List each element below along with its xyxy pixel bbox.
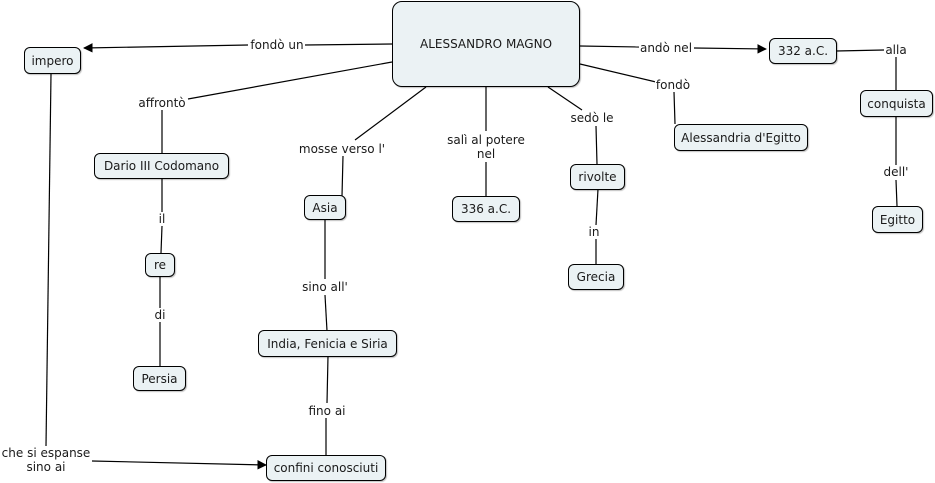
concept-alessandro-magno[interactable]: ALESSANDRO MAGNO — [392, 1, 580, 87]
link-fino-ai[interactable]: fino ai — [307, 404, 347, 418]
edge-espanse-confini — [91, 460, 267, 470]
link-che-si-espanse[interactable]: che si espanse sino ai — [0, 446, 92, 474]
concept-332-ac[interactable]: 332 a.C. — [769, 38, 837, 64]
link-sali-line1: salì al potere — [447, 133, 525, 147]
link-mosse-verso-l[interactable]: mosse verso l' — [297, 142, 387, 156]
edge-india-fino — [326, 355, 329, 404]
link-alla[interactable]: alla — [884, 43, 908, 57]
edge-alessandro-fondo — [579, 63, 657, 83]
edge-sedo-rivolte — [595, 125, 598, 165]
edge-alessandro-mosse — [354, 86, 427, 141]
edge-fondo-alessandria — [673, 91, 676, 125]
link-sino-all[interactable]: sino all' — [301, 280, 349, 294]
link-ando-nel[interactable]: andò nel — [638, 41, 694, 55]
edge-332-alla — [835, 49, 885, 52]
concept-persia[interactable]: Persia — [133, 366, 186, 391]
link-il[interactable]: il — [157, 212, 167, 226]
concept-rivolte[interactable]: rivolte — [570, 164, 625, 190]
link-sali-line2: nel — [476, 147, 496, 161]
link-fondo[interactable]: fondò — [654, 78, 692, 92]
edge-dell-egitto — [895, 179, 898, 207]
edge-sino-india — [324, 294, 328, 332]
edge-rivolte-in — [595, 188, 599, 226]
edge-alessandro-affronto — [187, 61, 393, 100]
edge-impero-espanse — [45, 73, 52, 447]
concept-impero[interactable]: impero — [24, 47, 81, 74]
link-sali-al-potere-nel[interactable]: salì al potere nel — [446, 133, 526, 161]
concept-egitto[interactable]: Egitto — [872, 206, 923, 233]
edge-fondo-un-impero — [83, 43, 249, 53]
edge-alessandro-fondo-un — [304, 43, 393, 46]
edge-il-re — [160, 225, 163, 254]
link-di[interactable]: di — [153, 308, 167, 322]
edge-mosse-asia — [341, 155, 344, 197]
concept-336-ac[interactable]: 336 a.C. — [452, 196, 520, 222]
link-in[interactable]: in — [587, 225, 601, 239]
concept-asia[interactable]: Asia — [304, 195, 346, 220]
link-che-si-espanse-line2: sino ai — [26, 460, 66, 474]
edge-alessandro-sedo — [547, 86, 583, 111]
edge-ando-332 — [693, 44, 767, 54]
link-dell[interactable]: dell' — [882, 165, 910, 179]
concept-confini-conosciuti[interactable]: confini conosciuti — [266, 455, 386, 481]
concept-alessandria-d-egitto[interactable]: Alessandria d'Egitto — [674, 124, 808, 151]
link-sedo-le[interactable]: sedò le — [569, 111, 615, 125]
link-affronto[interactable]: affrontò — [137, 96, 187, 110]
concept-india-fenicia-siria[interactable]: India, Fenicia e Siria — [258, 330, 397, 357]
concept-re[interactable]: re — [145, 253, 175, 277]
concept-grecia[interactable]: Grecia — [568, 264, 624, 290]
concept-dario-iii-codomano[interactable]: Dario III Codomano — [94, 153, 229, 179]
link-fondo-un[interactable]: fondò un — [249, 38, 305, 52]
link-che-si-espanse-line1: che si espanse — [1, 446, 91, 460]
edge-alessandro-ando — [579, 45, 640, 48]
concept-conquista[interactable]: conquista — [860, 90, 933, 117]
